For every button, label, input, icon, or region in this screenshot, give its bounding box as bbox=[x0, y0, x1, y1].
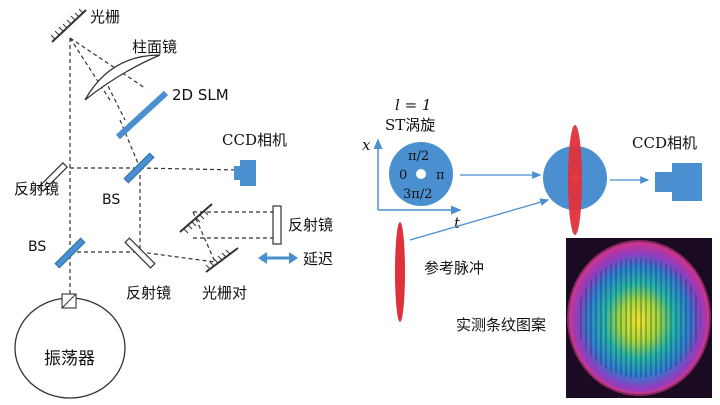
right-setup: l = 1 ST涡旋 x t π/2 0 π 3π/2 参考脉冲 CCD相机 bbox=[362, 96, 712, 398]
phase-left: 0 bbox=[399, 168, 407, 183]
ccd-right-body bbox=[672, 163, 702, 201]
fringe-pattern-image bbox=[566, 238, 712, 398]
beamsplitter-lower bbox=[54, 237, 86, 269]
mirror-delay-label: 反射镜 bbox=[288, 216, 333, 234]
mirror-bottom bbox=[124, 237, 156, 269]
mirror-bottom-label: 反射镜 bbox=[126, 284, 171, 302]
ccd-right-label: CCD相机 bbox=[632, 134, 697, 152]
bs-upper-label: BS bbox=[102, 192, 120, 208]
phase-bottom: 3π/2 bbox=[403, 187, 432, 202]
grating-label: 光栅 bbox=[90, 8, 120, 26]
ccd-left-label: CCD相机 bbox=[222, 131, 287, 149]
reference-pulse-overlap bbox=[568, 125, 582, 235]
phase-right: π bbox=[436, 168, 445, 183]
beamsplitter-upper bbox=[123, 152, 155, 184]
reference-pulse-label: 参考脉冲 bbox=[424, 259, 484, 277]
oscillator-label: 振荡器 bbox=[44, 349, 95, 369]
st-vortex-label: ST涡旋 bbox=[385, 116, 435, 134]
grating-top bbox=[50, 8, 87, 43]
x-axis-label: x bbox=[362, 136, 371, 154]
vortex-core bbox=[416, 169, 426, 179]
mirror-left-label: 反射镜 bbox=[14, 180, 59, 198]
delay-label: 延迟 bbox=[303, 250, 333, 268]
mirror-left bbox=[38, 162, 68, 192]
grating-pair bbox=[179, 203, 239, 273]
ccd-left-body bbox=[240, 160, 256, 186]
reference-pulse-shape bbox=[395, 222, 405, 322]
left-setup: 光栅 柱面镜 2D SLM CCD相机 反射镜 BS BS 反射镜 bbox=[14, 8, 333, 399]
oscillator-circle bbox=[14, 297, 126, 399]
mirror-delay bbox=[272, 205, 282, 245]
delay-arrow bbox=[258, 252, 298, 264]
cylindrical-lens-label: 柱面镜 bbox=[132, 38, 177, 56]
fringe-pattern-label: 实测条纹图案 bbox=[456, 316, 546, 334]
t-axis-label: t bbox=[454, 214, 461, 232]
topological-charge-label: l = 1 bbox=[395, 96, 431, 114]
ccd-left-lens bbox=[234, 166, 241, 180]
bs-lower-label: BS bbox=[28, 239, 46, 255]
cylindrical-lens bbox=[84, 54, 161, 101]
reference-beam-arrow bbox=[409, 198, 550, 241]
slm-label: 2D SLM bbox=[172, 86, 229, 104]
beam-paths bbox=[69, 37, 278, 295]
grating-pair-label: 光栅对 bbox=[202, 284, 247, 302]
phase-top: π/2 bbox=[408, 149, 429, 164]
ccd-right-lens bbox=[655, 172, 673, 192]
slm-element bbox=[115, 90, 169, 140]
